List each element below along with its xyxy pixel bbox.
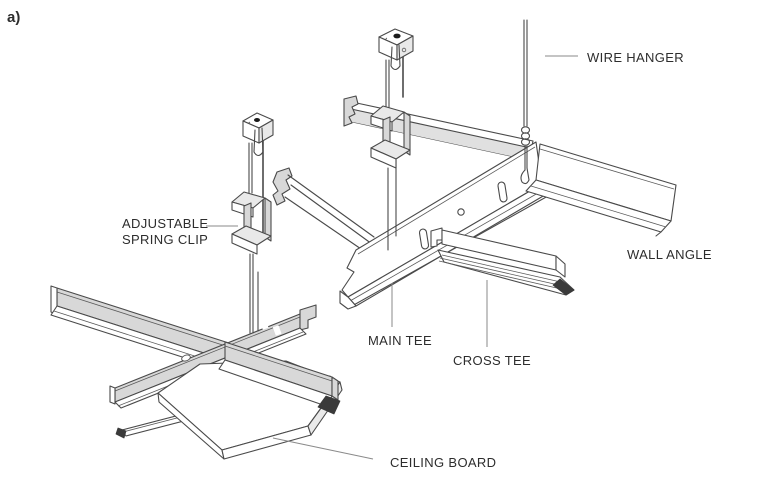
spring-clip-left — [231, 191, 272, 255]
hanger-wire-right — [385, 54, 404, 251]
leader-ceiling-board — [272, 437, 374, 460]
wall-angle-shape — [525, 143, 677, 237]
main-tee-slot — [418, 228, 430, 250]
label-wall-angle: WALL ANGLE — [627, 247, 712, 262]
wire-loop-right — [390, 44, 401, 71]
cross-tee-shape — [430, 227, 575, 296]
hanger-bracket-left — [242, 112, 274, 157]
tee-punch-hole — [181, 354, 191, 362]
label-wire-hanger: WIRE HANGER — [587, 50, 684, 65]
label-ceiling-board: CEILING BOARD — [390, 455, 496, 470]
wire-hanger-shape — [520, 19, 531, 185]
furring-channel-mid — [272, 167, 375, 252]
bracket-screw-right — [393, 33, 401, 39]
main-tee-slot — [497, 181, 508, 203]
label-cross-tee: CROSS TEE — [453, 353, 531, 368]
wire-hook — [520, 167, 530, 185]
main-tee-shape — [339, 141, 551, 310]
label-spring-clip: SPRING CLIP — [122, 232, 208, 247]
label-adjustable: ADJUSTABLE — [122, 216, 208, 231]
panel-label: a) — [7, 9, 20, 26]
left-runner-tee-end — [218, 341, 341, 415]
hanger-bracket-right — [378, 28, 414, 71]
label-main-tee: MAIN TEE — [368, 333, 432, 348]
bracket-screw-left — [254, 118, 260, 122]
wire-loop-left — [253, 127, 264, 157]
leader-lines — [206, 55, 578, 460]
main-tee-hole — [457, 208, 465, 216]
spring-clip-right — [370, 105, 411, 169]
